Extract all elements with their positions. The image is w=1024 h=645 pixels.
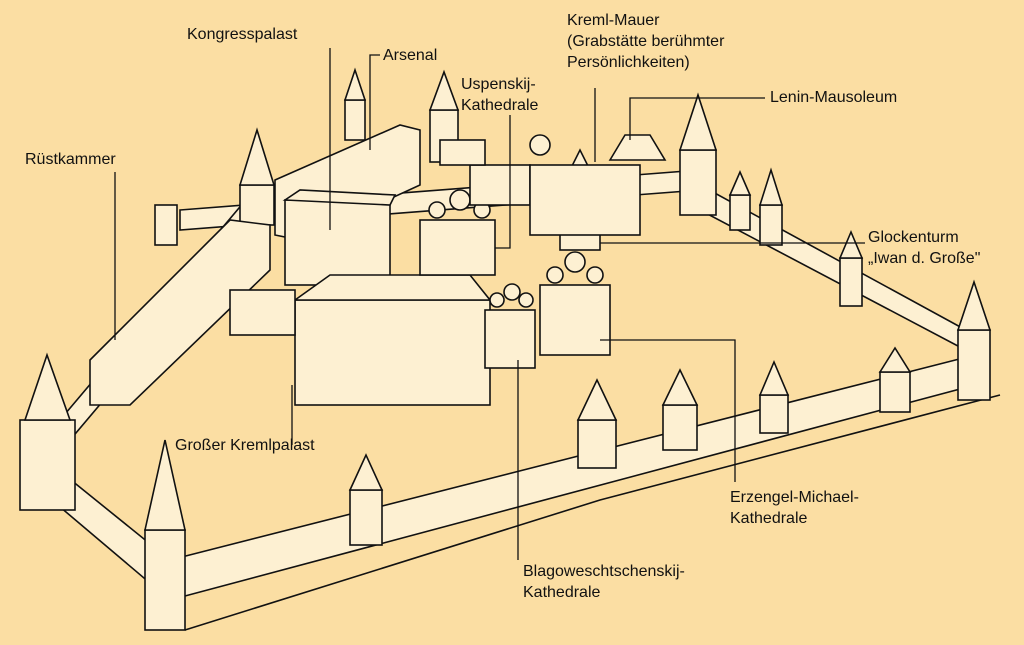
label-uspenskij: Uspenskij- Kathedrale [461,74,538,116]
label-line: Uspenskij- [461,76,536,93]
river-bank [184,394,1001,631]
grand-kremlin-palace [294,299,491,406]
label-line: Erzengel-Michael- [730,489,859,506]
label-erzengel: Erzengel-Michael- Kathedrale [730,487,859,529]
label-line: „Iwan d. Große" [868,250,981,267]
kremlin-grounds [40,180,975,600]
archangel-cathedral [539,284,611,356]
label-kreml-mauer: Kreml-Mauer (Grabstätte berühmter Persön… [567,10,724,73]
label-line: Persönlichkeiten) [567,54,690,71]
lenin-mausoleum [608,134,667,161]
congress-palace [284,199,391,286]
blagoveshchensky-cathedral [484,309,536,369]
label-line: Blagoweschtschenskij- [523,563,685,580]
uspenskij-cathedral [419,219,496,276]
label-ruestkammer: Rüstkammer [25,151,116,168]
armoury-building [89,219,271,406]
towers [19,67,992,631]
label-line: Kathedrale [523,584,601,601]
leader-lines [114,48,865,560]
label-blagoweschtschenskij: Blagoweschtschenskij- Kathedrale [523,561,685,603]
label-kongresspalast: Kongresspalast [187,26,298,43]
label-line: Kathedrale [730,510,808,527]
label-glockenturm: Glockenturm „Iwan d. Große" [868,227,980,269]
label-line: Kathedrale [461,97,539,114]
label-line: Glockenturm [868,229,959,246]
label-kremlpalast: Großer Kremlpalast [175,437,315,454]
buildings [89,124,667,406]
label-line: Kreml-Mauer [567,12,660,29]
label-lenin-mausoleum: Lenin-Mausoleum [770,89,898,106]
label-line: (Grabstätte berühmter [567,33,725,50]
label-arsenal: Arsenal [383,47,438,64]
